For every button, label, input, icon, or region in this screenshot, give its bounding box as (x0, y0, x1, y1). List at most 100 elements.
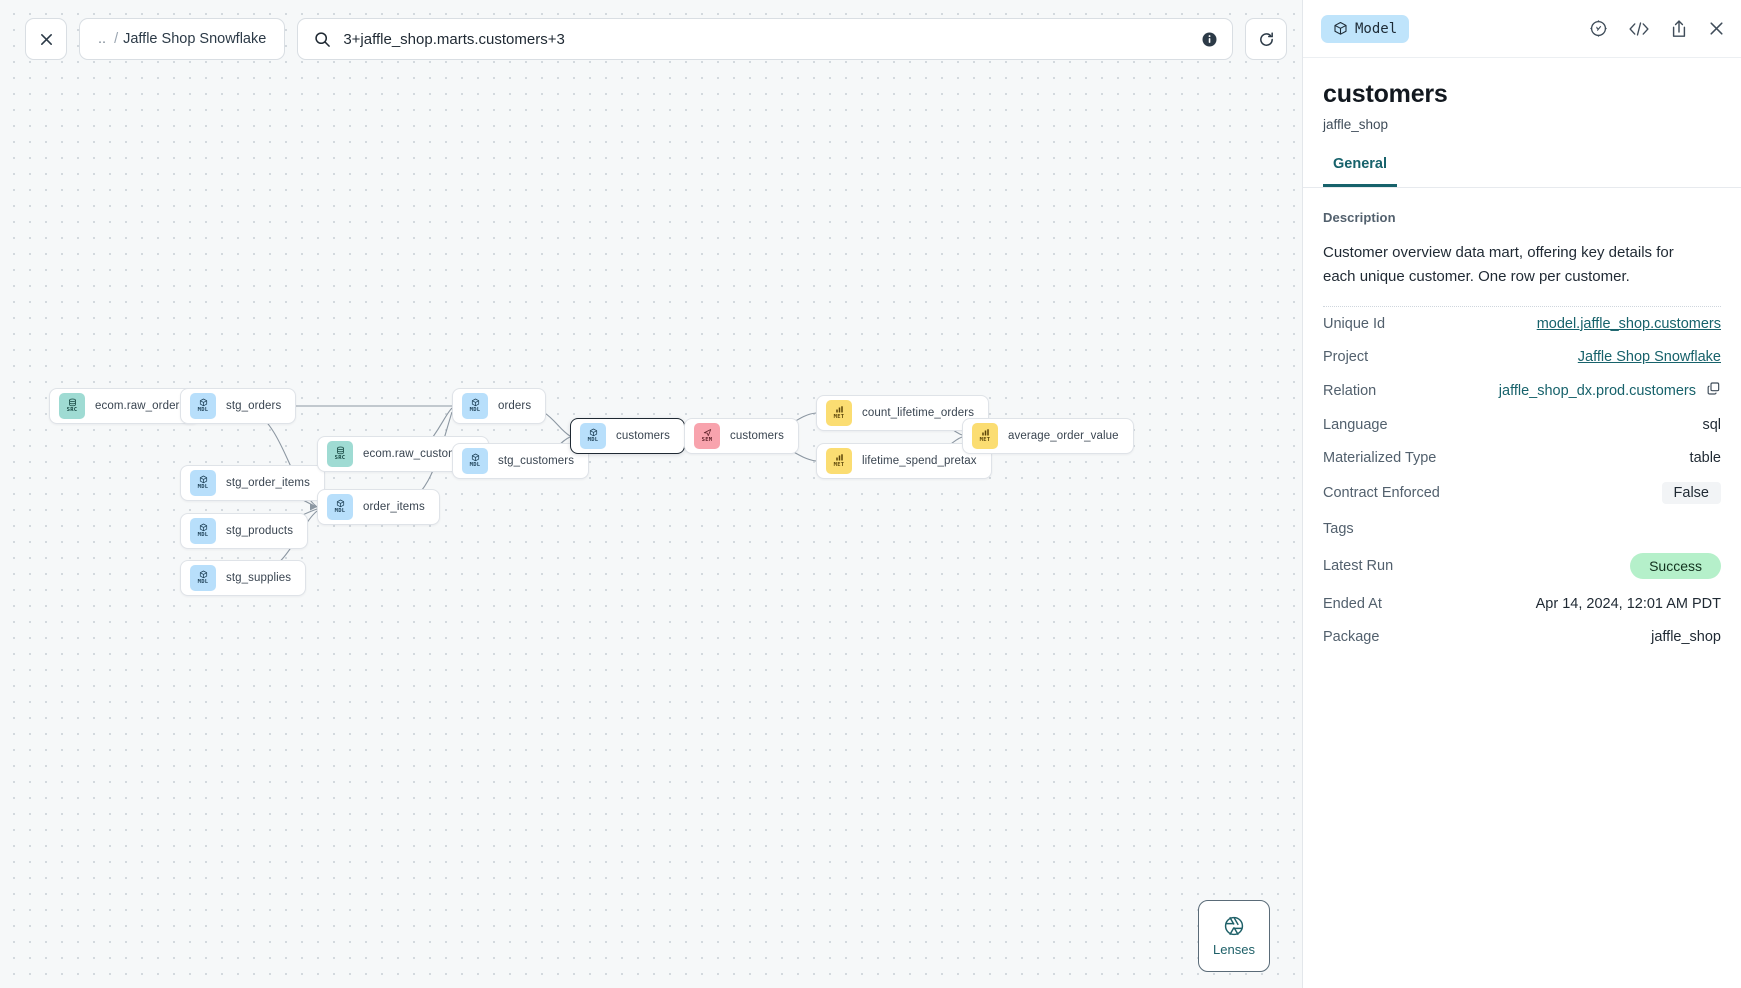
copy-icon[interactable] (1706, 381, 1721, 400)
met-badge-icon: MET (826, 448, 852, 474)
property-value[interactable]: jaffle_shop_dx.prod.customers (1499, 381, 1721, 400)
resource-type-label: Model (1355, 20, 1398, 37)
property-row: Package jaffle_shop (1323, 620, 1721, 653)
property-value-text: jaffle_shop (1651, 628, 1721, 645)
property-value-text: sql (1702, 416, 1721, 433)
lineage-node-average_order_value[interactable]: MET average_order_value (962, 418, 1134, 454)
lenses-button[interactable]: Lenses (1198, 900, 1270, 972)
property-key: Latest Run (1323, 558, 1394, 575)
lineage-node-label: stg_orders (226, 400, 282, 412)
property-key: Contract Enforced (1323, 485, 1440, 502)
property-row: Relation jaffle_shop_dx.prod.customers (1323, 373, 1721, 408)
property-value: sql (1702, 417, 1721, 433)
lineage-node-label: stg_customers (498, 455, 575, 467)
details-panel-header: Model (1303, 0, 1741, 58)
property-key: Project (1323, 348, 1369, 365)
panel-title-block: customers jaffle_shop (1303, 58, 1741, 132)
property-value: Success (1630, 553, 1721, 580)
page-title: customers (1323, 80, 1448, 108)
lineage-node-label: customers (730, 430, 784, 442)
tab-general[interactable]: General (1323, 156, 1397, 187)
status-badge: Success (1630, 553, 1721, 580)
property-value: jaffle_shop (1651, 629, 1721, 645)
lineage-node-customers_model[interactable]: MDL customers (570, 418, 685, 454)
breadcrumb-project-label: Jaffle Shop Snowflake (123, 31, 267, 47)
mdl-badge-icon: MDL (462, 393, 488, 419)
property-row: Contract Enforced False (1323, 474, 1721, 512)
mdl-badge-icon: MDL (462, 448, 488, 474)
mdl-badge-icon: MDL (190, 518, 216, 544)
property-key: Package (1323, 628, 1380, 645)
lineage-node-label: count_lifetime_orders (862, 407, 975, 419)
property-row: Unique Id model.jaffle_shop.customers (1323, 307, 1721, 340)
lineage-node-stg_customers[interactable]: MDL stg_customers (452, 443, 590, 479)
lineage-node-lifetime_spend_pretax[interactable]: MET lifetime_spend_pretax (816, 443, 992, 479)
lineage-node-label: stg_order_items (226, 477, 310, 489)
mdl-badge-icon: MDL (580, 423, 606, 449)
lineage-node-label: stg_supplies (226, 572, 292, 584)
close-graph-button[interactable] (25, 18, 67, 60)
panel-body: Description Customer overview data mart,… (1303, 188, 1741, 653)
mdl-badge-icon: MDL (190, 470, 216, 496)
property-value: Apr 14, 2024, 12:01 AM PDT (1536, 596, 1721, 612)
close-icon[interactable] (1708, 20, 1725, 37)
search-bar[interactable] (297, 18, 1234, 60)
search-icon (315, 31, 331, 47)
property-key: Language (1323, 416, 1388, 433)
src-badge-icon: SRC (59, 393, 85, 419)
lineage-canvas[interactable]: .. / Jaffle Shop Snowflake SRCecom.raw_o… (0, 0, 1302, 988)
compass-icon[interactable] (1589, 19, 1608, 38)
lineage-node-stg_order_items[interactable]: MDL stg_order_items (180, 465, 325, 501)
property-value-text: Jaffle Shop Snowflake (1577, 348, 1721, 365)
property-value[interactable]: Jaffle Shop Snowflake (1578, 349, 1721, 365)
breadcrumb[interactable]: .. / Jaffle Shop Snowflake (79, 18, 286, 60)
property-value: False (1661, 482, 1721, 505)
property-key: Materialized Type (1323, 449, 1437, 466)
property-row: Language sql (1323, 408, 1721, 441)
description-text: Customer overview data mart, offering ke… (1323, 244, 1674, 285)
property-row: Tags (1323, 512, 1721, 545)
property-key: Relation (1323, 382, 1377, 399)
info-icon[interactable] (1201, 31, 1218, 48)
lineage-node-label: customers (616, 430, 670, 442)
code-icon[interactable] (1628, 20, 1650, 38)
met-badge-icon: MET (826, 400, 852, 426)
lineage-node-stg_supplies[interactable]: MDL stg_supplies (180, 560, 307, 596)
mdl-badge-icon: MDL (190, 565, 216, 591)
lineage-node-count_lifetime_orders[interactable]: MET count_lifetime_orders (816, 395, 990, 431)
mdl-badge-icon: MDL (190, 393, 216, 419)
property-row: Ended At Apr 14, 2024, 12:01 AM PDT (1323, 587, 1721, 620)
details-panel: Model customers jaffle_shop General Desc… (1302, 0, 1741, 988)
src-badge-icon: SRC (327, 441, 353, 467)
property-value-text: model.jaffle_shop.customers (1536, 315, 1721, 332)
search-input[interactable] (343, 30, 1190, 48)
panel-tabs: General (1303, 156, 1741, 188)
lineage-node-label: ecom.raw_customers (363, 448, 475, 460)
refresh-button[interactable] (1245, 18, 1288, 60)
property-value[interactable]: model.jaffle_shop.customers (1537, 316, 1721, 332)
divider (1323, 306, 1721, 308)
close-icon (40, 33, 52, 45)
property-key: Unique Id (1323, 315, 1386, 332)
lineage-node-label: lifetime_spend_pretax (862, 455, 977, 467)
property-key: Ended At (1323, 595, 1382, 612)
canvas-toolbar: .. / Jaffle Shop Snowflake (25, 18, 1288, 60)
lineage-node-label: order_items (363, 501, 425, 513)
resource-type-chip: Model (1321, 14, 1410, 43)
property-key: Tags (1323, 520, 1354, 537)
mdl-badge-icon: MDL (327, 494, 353, 520)
property-row: Project Jaffle Shop Snowflake (1323, 340, 1721, 373)
met-badge-icon: MET (972, 423, 998, 449)
share-icon[interactable] (1670, 19, 1688, 39)
lineage-node-order_items[interactable]: MDL order_items (317, 489, 440, 525)
refresh-icon (1259, 31, 1273, 46)
aperture-icon (1224, 916, 1244, 936)
lineage-node-stg_orders[interactable]: MDL stg_orders (180, 388, 297, 424)
lineage-node-label: average_order_value (1008, 430, 1119, 442)
